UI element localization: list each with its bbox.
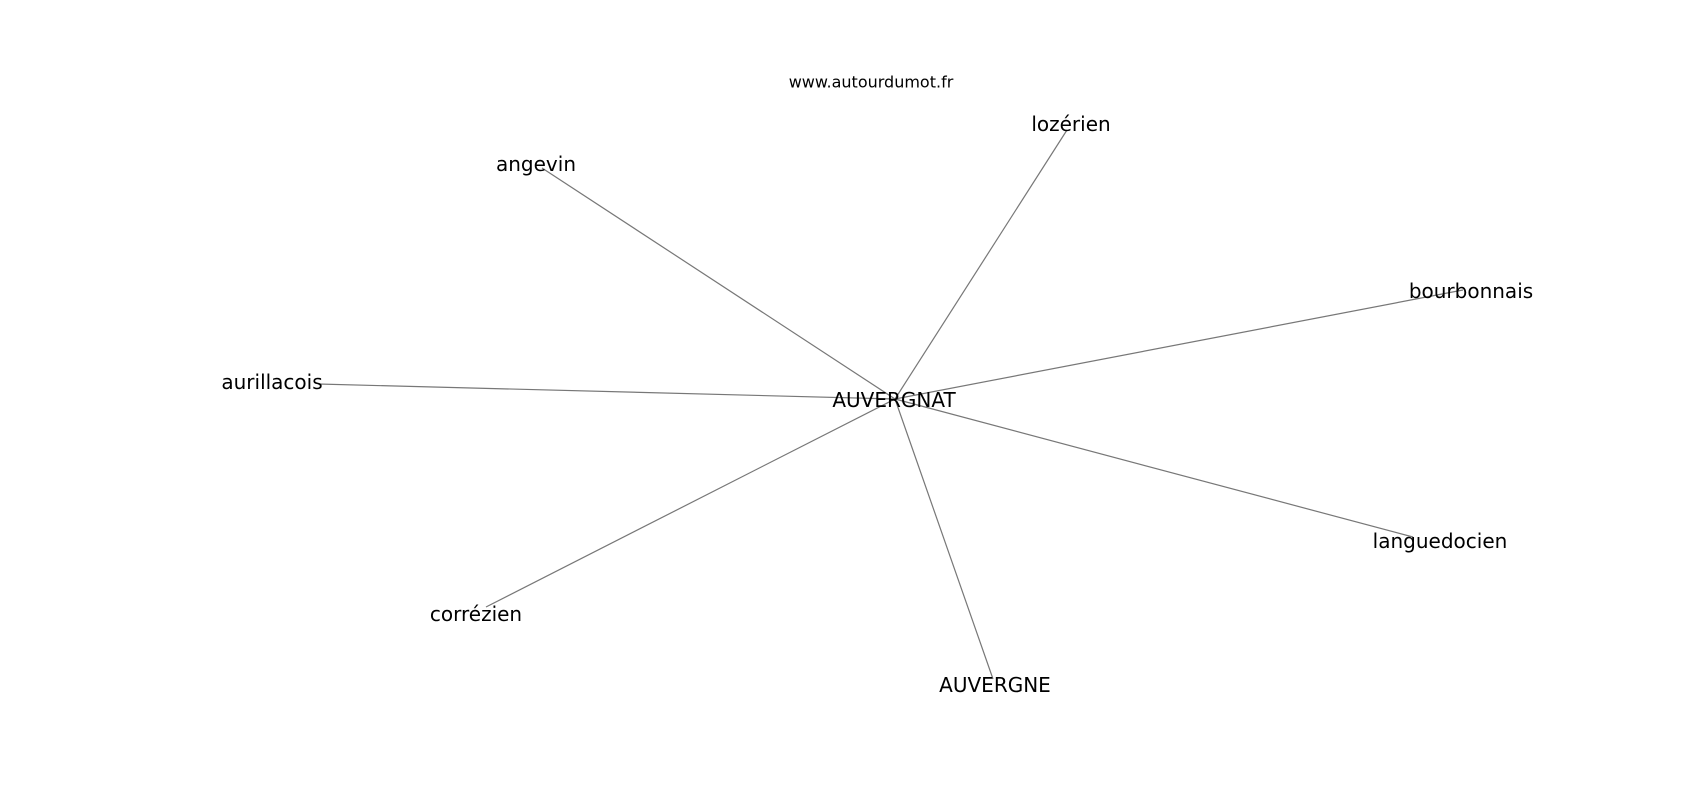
node-aurillacois[interactable]: aurillacois <box>221 370 323 394</box>
edge-languedocien <box>894 398 1414 538</box>
node-languedocien[interactable]: languedocien <box>1372 529 1508 553</box>
site-watermark: www.autourdumot.fr <box>788 72 954 92</box>
node-bourbonnais[interactable]: bourbonnais <box>1408 279 1534 303</box>
edge-bourbonnais <box>894 289 1464 400</box>
edge-aurillacois <box>317 383 896 400</box>
edge-angevin <box>541 167 896 400</box>
node-correzien[interactable]: corrézien <box>429 602 523 626</box>
edge-lozerien <box>894 129 1068 400</box>
node-angevin[interactable]: angevin <box>496 152 576 176</box>
node-lozerien[interactable]: lozérien <box>1031 112 1111 136</box>
node-auvergne[interactable]: AUVERGNE <box>939 673 1051 697</box>
center-node-label[interactable]: AUVERGNAT <box>832 388 956 412</box>
edge-correzien <box>485 398 896 608</box>
edge-auvergne <box>894 398 994 680</box>
